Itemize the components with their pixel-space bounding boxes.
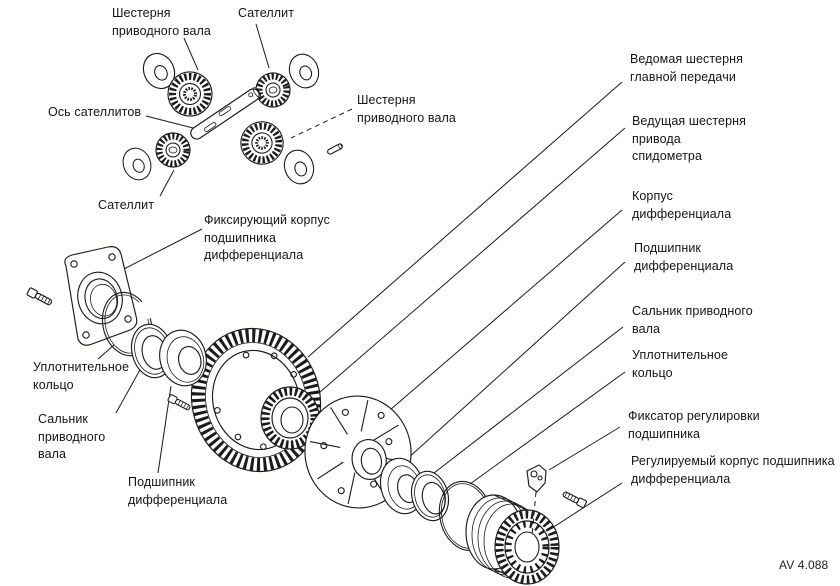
label-driven-gear-final-drive: Ведомая шестерня главной передачи	[630, 52, 744, 84]
figure-code: AV 4.088	[779, 558, 829, 572]
label-satellites-axis: Ось сателлитов	[48, 105, 142, 119]
label-drive-shaft-seal-left: Сальник приводного вала	[38, 412, 106, 461]
lock-bolt-right	[561, 489, 588, 509]
label-diff-bearing-left: Подшипник дифференциала	[128, 475, 228, 507]
label-bearing-adjust-lock: Фиксатор регулировки подшипника	[628, 409, 760, 441]
thrust-washer-top-right	[284, 49, 324, 93]
label-gear-drive-shaft-right: Шестерня приводного вала	[357, 93, 456, 125]
label-gear-drive-shaft-top-left: Шестерня приводного вала	[112, 6, 211, 38]
satellite-pinion-top-right	[252, 69, 294, 111]
flange-bolt-left	[26, 286, 54, 308]
speedometer-drive-gear-part	[260, 386, 320, 450]
drive-shaft-gear-bottom-right	[238, 119, 287, 168]
adjustable-bearing-housing-part	[465, 494, 560, 585]
label-satellite-bottom: Сателлит	[98, 198, 155, 212]
satellite-pinion-bottom-left	[155, 132, 192, 169]
label-satellite-top: Сателлит	[238, 6, 295, 20]
bearing-adjust-lock-part	[526, 464, 547, 537]
pinion-shaft	[190, 87, 262, 140]
label-sealing-ring-right: Уплотнительное кольцо	[632, 348, 729, 380]
thrust-washer-bottom-right	[279, 145, 319, 189]
lock-pin	[327, 143, 343, 155]
label-diff-bearing-right: Подшипник дифференциала	[634, 241, 734, 273]
label-fixing-bearing-housing: Фиксирующий корпус подшипника дифференци…	[204, 213, 330, 262]
label-adjustable-bearing-housing: Регулируемый корпус подшипника дифференц…	[631, 454, 835, 486]
label-diff-housing: Корпус дифференциала	[632, 189, 732, 221]
label-sealing-ring-left: Уплотнительное кольцо	[33, 360, 130, 392]
thrust-washer-bottom-left	[117, 143, 157, 185]
diff-bearing-left-part	[159, 329, 207, 387]
ring-gear-bolt	[167, 393, 192, 412]
fixed-bearing-housing	[64, 246, 138, 346]
label-drive-shaft-seal-right: Сальник приводного вала	[632, 304, 753, 336]
label-speedometer-drive-gear: Ведущая шестерня привода спидометра	[632, 114, 747, 163]
leader-lines	[97, 23, 626, 529]
